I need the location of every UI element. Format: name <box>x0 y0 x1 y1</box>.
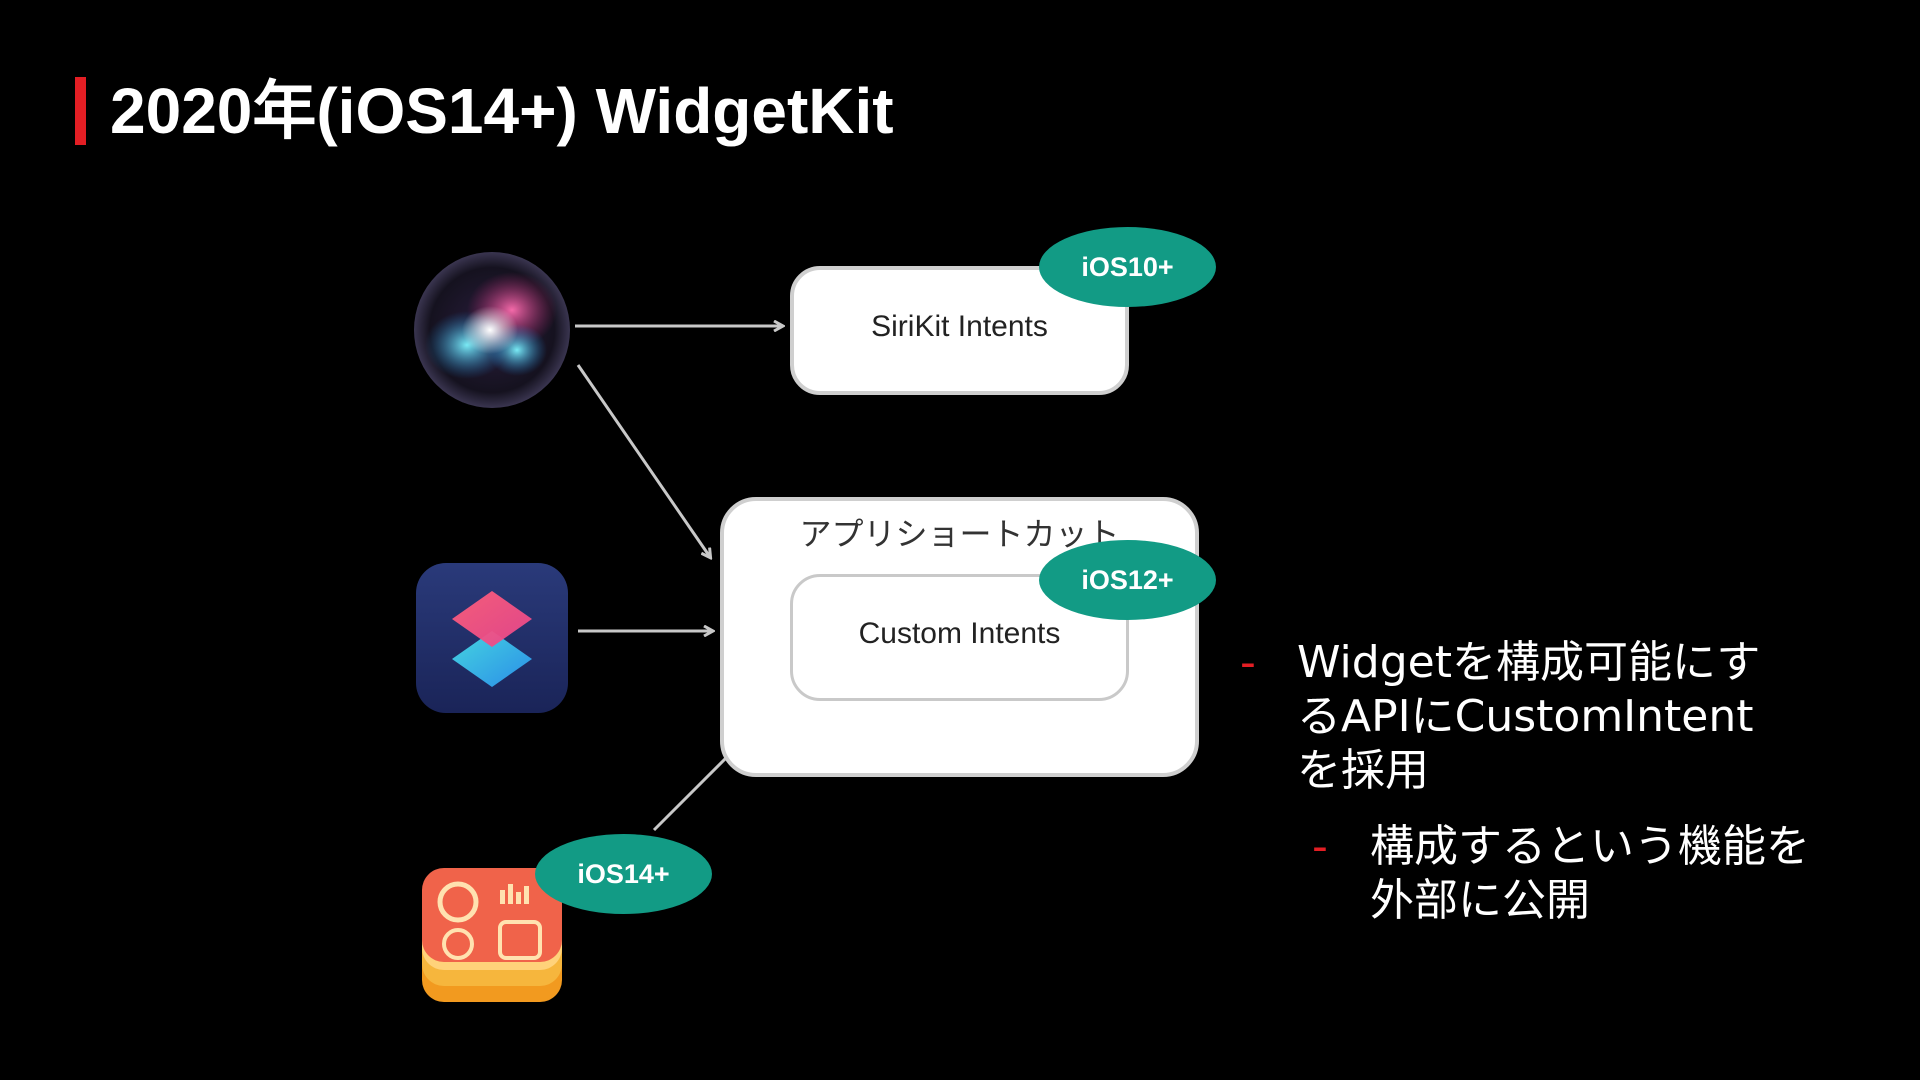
ios10-badge: iOS10+ <box>1039 227 1216 307</box>
arrow-siri-to-app <box>576 364 710 557</box>
bullet-dash: - <box>1240 637 1256 688</box>
widgetkit-icon <box>422 868 562 1002</box>
bullet-sub-text: 構成するという機能を外部に公開 <box>1370 821 1810 926</box>
bullet-item-sub: - 構成するという機能を外部に公開 <box>1240 820 1840 928</box>
slide-title: 2020年(iOS14+) WidgetKit <box>110 75 894 147</box>
title-accent-bar <box>75 77 86 145</box>
bullet-dash-sub: - <box>1312 821 1328 872</box>
sirikit-intents-label: SiriKit Intents <box>871 310 1048 343</box>
app-shortcuts-label: アプリショートカット <box>799 515 1120 553</box>
ios14-badge: iOS14+ <box>535 834 712 914</box>
bullet-list: - Widgetを構成可能にするAPIにCustomIntentを採用 - 構成… <box>1240 636 1900 928</box>
ios12-badge: iOS12+ <box>1039 540 1216 620</box>
bullet-main-text: Widgetを構成可能にするAPIにCustomIntentを採用 <box>1297 637 1761 796</box>
siri-icon <box>414 252 570 408</box>
bullet-item-main: - Widgetを構成可能にするAPIにCustomIntentを採用 <box>1240 636 1797 798</box>
shortcuts-icon <box>416 563 568 713</box>
custom-intents-label: Custom Intents <box>858 617 1061 650</box>
